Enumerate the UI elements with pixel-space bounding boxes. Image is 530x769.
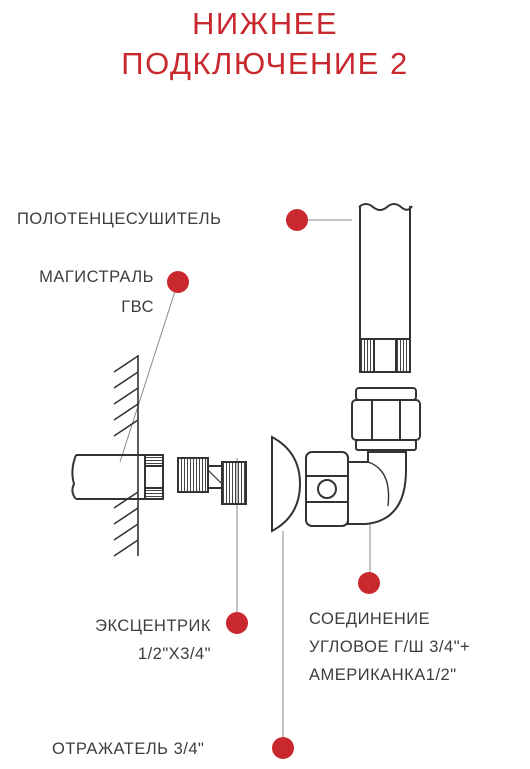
marker-dots	[167, 209, 380, 759]
leader-main-line	[119, 281, 179, 463]
dot-towel-dryer	[286, 209, 308, 231]
label-main-line-1: МАГИСТРАЛЬ	[39, 268, 154, 286]
eccentric-fitting	[177, 457, 247, 505]
towel-dryer-pipe	[358, 203, 413, 373]
label-main-line-2: ГВС	[121, 298, 154, 316]
main-line-pipe	[71, 454, 164, 500]
label-eccentric-2: 1/2"Х3/4"	[137, 645, 211, 663]
title-line-2: ПОДКЛЮЧЕНИЕ 2	[121, 46, 409, 81]
label-connection-2: УГЛОВОЕ Г/Ш 3/4"+	[309, 638, 471, 656]
label-eccentric-1: ЭКСЦЕНТРИК	[95, 617, 211, 635]
dot-main-line	[167, 271, 189, 293]
dot-reflector	[272, 737, 294, 759]
label-connection-1: СОЕДИНЕНИЕ	[309, 610, 431, 628]
angle-connection	[305, 387, 421, 527]
title-line-1: НИЖНЕЕ	[191, 6, 339, 41]
label-connection-3: АМЕРИКАНКА1/2"	[309, 666, 457, 684]
dot-eccentric	[226, 612, 248, 634]
dot-connection	[358, 572, 380, 594]
reflector	[271, 435, 302, 533]
label-reflector: ОТРАЖАТЕЛЬ 3/4"	[52, 740, 205, 758]
label-towel-dryer: ПОЛОТЕНЦЕСУШИТЕЛЬ	[17, 210, 222, 228]
